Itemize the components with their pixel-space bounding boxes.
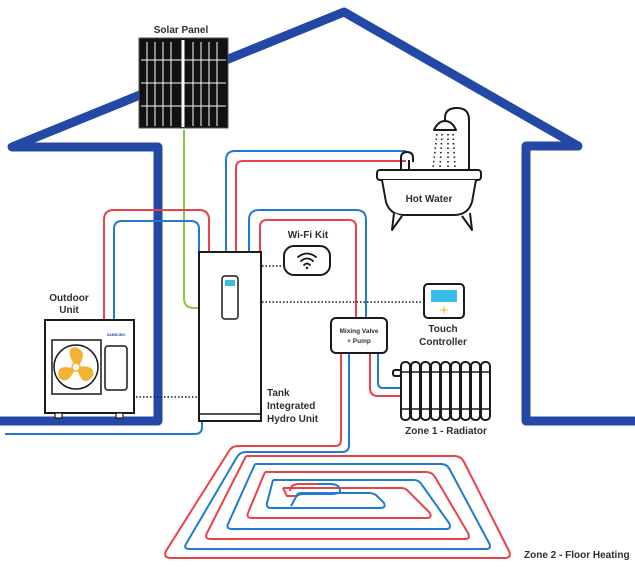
outdoor-brand-logo: SAMSUNG [107,333,126,337]
wifi-kit-label: Wi-Fi Kit [288,230,329,241]
solar-cable [183,130,200,309]
touch-controller-label-2: Controller [419,337,467,348]
solar-panel-icon [138,37,229,129]
floor-cold-pipe [236,352,350,458]
zone2-label: Zone 2 - Floor Heating [524,550,630,561]
heating-cold-pipe [248,209,367,318]
tank-label-1: Tank [267,388,290,399]
communication-lines [136,265,424,398]
radiator-icon [392,361,491,421]
floor-heating-spiral [164,450,511,559]
wifi-kit-icon [283,245,331,276]
outdoor-unit-label-1: Outdoor [49,293,89,304]
mixing-valve-label-2: + Pump [347,338,371,345]
tank-label-3: Hydro Unit [267,414,319,425]
shower-water [432,133,456,169]
outdoor-unit-label-2: Unit [59,305,79,316]
zone1-label: Zone 1 - Radiator [405,426,487,437]
hotwater-cold-pipe [225,150,406,252]
floor-hot-pipe [228,352,342,452]
hot-water-label: Hot Water [406,194,453,205]
mixing-valve-box [330,317,388,354]
outdoor-cold-pipe [113,220,200,320]
radiator-cold-pipe [377,352,401,389]
outdoor-unit-icon [44,319,135,419]
bathtub-icon [376,107,482,231]
tank-unit-icon [198,251,262,422]
radiator-hot-pipe [369,352,401,397]
tank-label-2: Integrated [267,401,315,412]
heating-hot-pipe [259,219,357,318]
outdoor-hot-pipe [103,209,210,320]
tank-return-pipe [5,421,203,435]
hotwater-hot-pipe [235,160,406,252]
touch-controller-icon [423,283,465,319]
touch-controller-label-1: Touch [428,324,457,335]
mixing-valve-label-1: Mixing Valve [339,328,378,335]
house-outline [0,7,635,426]
solar-panel-label: Solar Panel [154,25,209,36]
